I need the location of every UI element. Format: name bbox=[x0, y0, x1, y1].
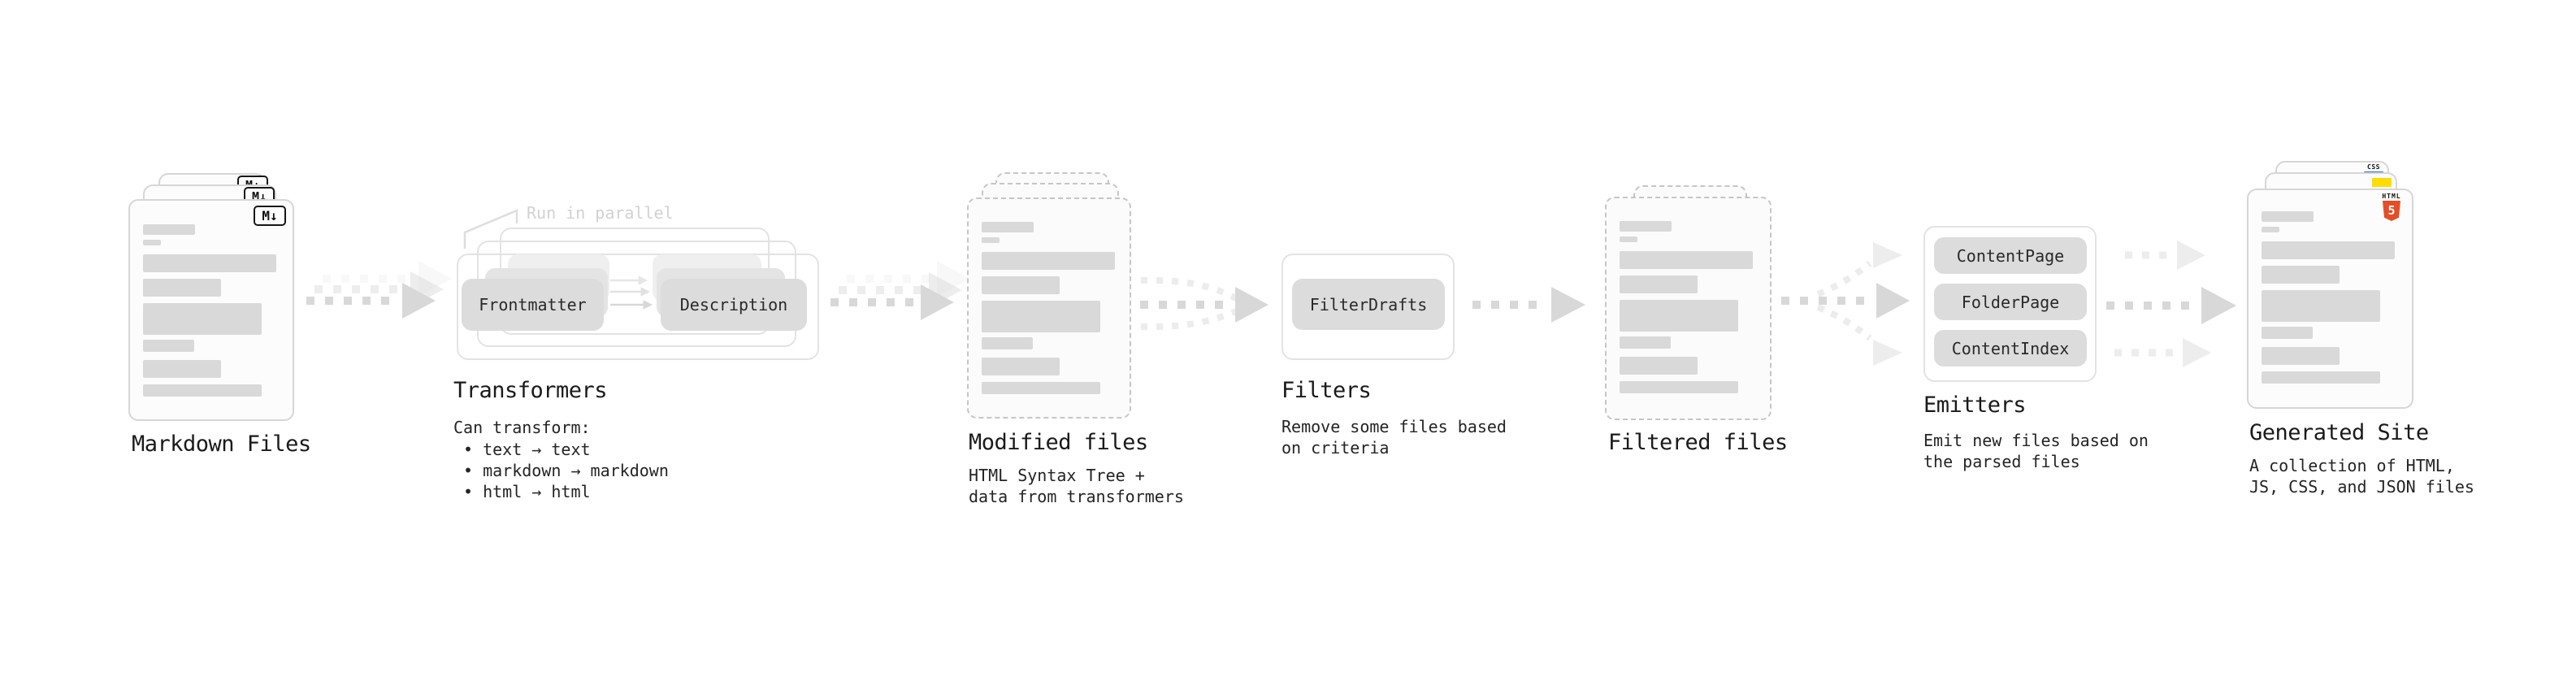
markdown-icon: M↓ bbox=[254, 206, 286, 226]
document-text-placeholder bbox=[2262, 211, 2395, 384]
html5-icon-number: 5 bbox=[2387, 203, 2396, 218]
text-line-placeholder bbox=[982, 276, 1060, 294]
stage-label-emitters: Emitters bbox=[1923, 393, 2027, 418]
transformer-box-front bbox=[457, 254, 819, 360]
arrow-modified-to-filters bbox=[1140, 276, 1268, 331]
stage-label-filtered-files: Filtered files bbox=[1608, 430, 1788, 455]
frontmatter-node: Frontmatter bbox=[462, 279, 604, 331]
modified-files-note: data from transformers bbox=[969, 487, 1184, 506]
arrow-emitters-to-site bbox=[2106, 241, 2236, 367]
text-line-placeholder bbox=[143, 303, 262, 335]
filters-note: Remove some files based bbox=[1281, 417, 1507, 436]
text-line-placeholder bbox=[1620, 336, 1671, 349]
text-line-placeholder bbox=[982, 358, 1060, 375]
arrow-filtered-to-emitters bbox=[1781, 242, 1910, 366]
generated-site-note: A collection of HTML, bbox=[2249, 456, 2455, 475]
generated-site-note: JS, CSS, and JSON files bbox=[2249, 477, 2474, 497]
text-line-placeholder bbox=[143, 240, 161, 245]
html5-icon: HTML 5 bbox=[2381, 193, 2402, 221]
text-line-placeholder bbox=[143, 340, 194, 352]
contentindex-node: ContentIndex bbox=[1934, 330, 2087, 367]
text-line-placeholder bbox=[1620, 251, 1753, 269]
stage-label-markdown-files: Markdown Files bbox=[132, 432, 311, 457]
text-line-placeholder bbox=[1620, 275, 1698, 293]
html5-icon-shield: 5 bbox=[2383, 201, 2400, 221]
emitters-note: Emit new files based on bbox=[1923, 431, 2149, 450]
run-in-parallel-leader-line bbox=[463, 209, 518, 249]
css-icon-label: CSS bbox=[2367, 163, 2380, 171]
transformers-note: • markdown → markdown bbox=[463, 461, 669, 480]
text-line-placeholder bbox=[982, 237, 1000, 243]
text-line-placeholder bbox=[2262, 290, 2380, 322]
text-line-placeholder bbox=[1620, 221, 1672, 232]
transformers-note: • text → text bbox=[463, 440, 591, 459]
text-line-placeholder bbox=[2262, 266, 2340, 284]
text-line-placeholder bbox=[2262, 227, 2279, 232]
text-line-placeholder bbox=[982, 301, 1100, 332]
text-line-placeholder bbox=[1620, 381, 1738, 393]
text-line-placeholder bbox=[1620, 357, 1698, 375]
text-line-placeholder bbox=[1620, 236, 1637, 242]
folderpage-node: FolderPage bbox=[1934, 284, 2087, 320]
contentpage-node: ContentPage bbox=[1934, 237, 2087, 274]
text-line-placeholder bbox=[1620, 300, 1738, 332]
run-in-parallel-annotation: Run in parallel bbox=[527, 203, 674, 223]
text-line-placeholder bbox=[143, 279, 221, 297]
document-text-placeholder bbox=[982, 222, 1115, 394]
text-line-placeholder bbox=[143, 360, 221, 378]
text-line-placeholder bbox=[982, 252, 1115, 270]
text-line-placeholder bbox=[2262, 371, 2380, 384]
text-line-placeholder bbox=[982, 222, 1034, 232]
arrow-filters-to-filtered bbox=[1472, 287, 1585, 323]
text-line-placeholder bbox=[143, 254, 276, 272]
text-line-placeholder bbox=[2262, 347, 2340, 365]
emitters-note: the parsed files bbox=[1923, 452, 2080, 471]
js-file-icon bbox=[2372, 178, 2392, 187]
text-line-placeholder bbox=[2262, 327, 2313, 339]
text-line-placeholder bbox=[2262, 241, 2395, 259]
transformers-note: Can transform: bbox=[453, 418, 591, 437]
description-node: Description bbox=[661, 279, 807, 331]
document-text-placeholder bbox=[143, 224, 276, 397]
text-line-placeholder bbox=[2262, 211, 2314, 222]
stage-label-generated-site: Generated Site bbox=[2249, 420, 2429, 445]
text-line-placeholder bbox=[143, 384, 262, 397]
modified-files-note: HTML Syntax Tree + bbox=[969, 466, 1145, 485]
transformer-step-arrows bbox=[610, 275, 653, 310]
html5-icon-label: HTML bbox=[2382, 193, 2401, 200]
text-line-placeholder bbox=[143, 224, 195, 235]
stage-label-transformers: Transformers bbox=[453, 378, 608, 403]
text-line-placeholder bbox=[982, 337, 1033, 349]
filterdrafts-node: FilterDrafts bbox=[1292, 279, 1445, 330]
arrow-markdown-to-transformers bbox=[306, 261, 452, 319]
transformers-note: • html → html bbox=[463, 482, 591, 501]
document-text-placeholder bbox=[1620, 221, 1753, 393]
arrow-transformers-to-modified bbox=[830, 261, 970, 320]
stage-label-modified-files: Modified files bbox=[969, 430, 1148, 455]
text-line-placeholder bbox=[982, 382, 1100, 394]
stage-label-filters: Filters bbox=[1281, 378, 1372, 403]
filters-note: on criteria bbox=[1281, 438, 1390, 458]
